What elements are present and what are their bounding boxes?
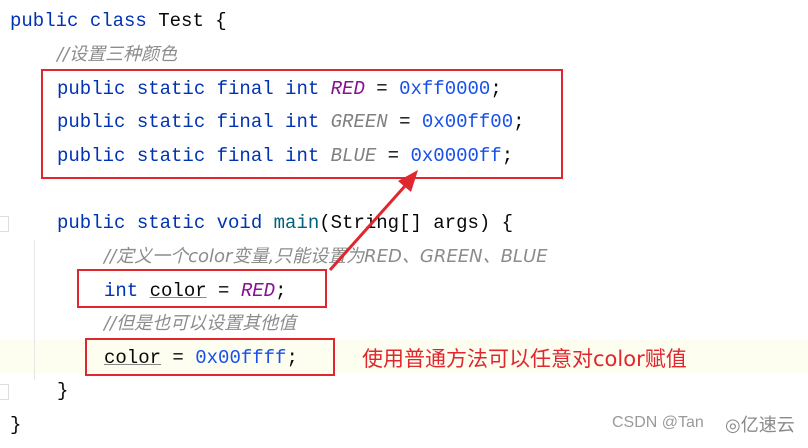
number: 0x00ffff: [195, 347, 287, 369]
keyword: public static void: [57, 212, 274, 234]
class-name: Test {: [158, 10, 227, 32]
brace: }: [57, 380, 69, 402]
keyword: public static final int: [57, 111, 331, 133]
operator: =: [364, 78, 400, 100]
variable: color: [104, 347, 162, 369]
operator: =: [161, 347, 196, 369]
watermark-brand-logo: ◎亿速云: [725, 415, 795, 436]
semicolon: ;: [286, 347, 298, 369]
variable: color: [149, 280, 207, 302]
highlight-box-int-color: [77, 269, 327, 308]
code-line-brace: }: [57, 374, 68, 408]
operator: =: [206, 280, 241, 302]
code-line-assign: color = 0x00ffff;: [104, 341, 298, 375]
keyword: public static final int: [57, 78, 331, 100]
operator: =: [387, 111, 422, 133]
method-name: main: [273, 212, 320, 234]
code-line-comment: //定义一个color变量,只能设置为RED、GREEN、BLUE: [104, 240, 548, 274]
code-line-comment: //设置三种颜色: [57, 38, 177, 72]
operator: =: [376, 145, 411, 167]
watermark-brand: 亿速云: [740, 415, 795, 436]
code-line-red: public static final int RED = 0xff0000;: [57, 72, 502, 106]
code-line-class: public class Test {: [10, 4, 227, 38]
number: 0xff0000: [399, 78, 491, 100]
semicolon: ;: [513, 111, 525, 133]
semicolon: ;: [501, 145, 514, 167]
brace: }: [10, 414, 22, 436]
comment: //但是也可以设置其他值: [104, 313, 297, 334]
comment: //定义一个color变量,只能设置为RED、GREEN、BLUE: [104, 246, 548, 267]
code-line-brace: }: [10, 408, 21, 442]
constant: GREEN: [330, 111, 388, 133]
keyword: int: [104, 280, 150, 302]
constant: RED: [240, 280, 276, 302]
keyword: public static final int: [57, 145, 331, 167]
semicolon: ;: [275, 280, 287, 302]
code-line-blue: public static final int BLUE = 0x0000ff;: [57, 139, 513, 173]
keyword: public class: [10, 10, 159, 32]
indent-guide: [34, 240, 35, 380]
current-line-highlight: [0, 340, 808, 374]
annotation-text: 使用普通方法可以任意对color赋值: [362, 347, 687, 371]
code-line-int-color: int color = RED;: [104, 274, 286, 308]
code-line-comment: //但是也可以设置其他值: [104, 307, 296, 341]
highlight-box-assign: [85, 338, 335, 376]
highlight-box-constants: [41, 69, 563, 179]
fold-icon[interactable]: [0, 216, 9, 232]
code-line-green: public static final int GREEN = 0x00ff00…: [57, 105, 525, 139]
number: 0x00ff00: [421, 111, 514, 133]
constant: BLUE: [330, 145, 377, 167]
code-line-main: public static void main(String[] args) {: [57, 206, 513, 240]
number: 0x0000ff: [410, 145, 502, 167]
watermark-csdn: CSDN @Tan: [612, 414, 704, 431]
semicolon: ;: [490, 78, 502, 100]
constant: RED: [330, 78, 365, 100]
fold-icon[interactable]: [0, 384, 9, 400]
comment: //设置三种颜色: [57, 44, 178, 65]
